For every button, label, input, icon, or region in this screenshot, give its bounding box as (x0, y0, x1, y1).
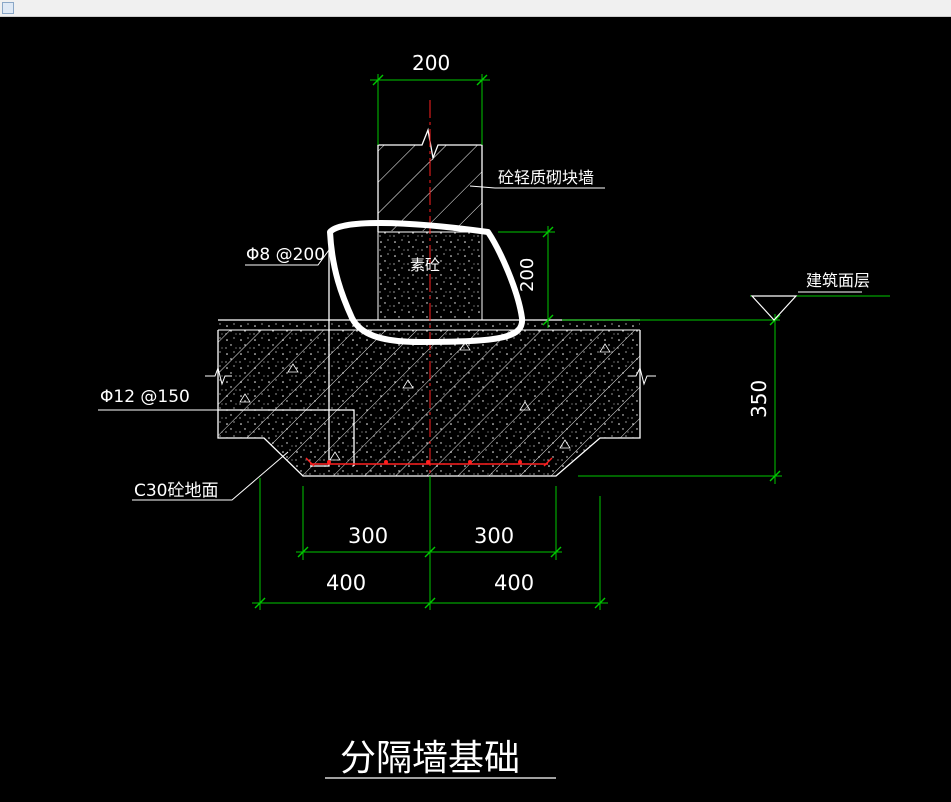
plain-concrete-label: 素砼 (410, 256, 440, 274)
dim-half-bottom-left: 300 (348, 524, 388, 548)
bottom-rebar-label: Φ12 @150 (100, 387, 190, 407)
highlight-circle (327, 220, 526, 345)
dim-half-bottom-right: 300 (474, 524, 514, 548)
drawing-title: 分隔墙基础 (340, 738, 520, 779)
window-top-bar (0, 0, 951, 17)
leader-lines (98, 185, 862, 501)
dim-half-top-left: 400 (326, 571, 366, 595)
slab-label: C30砼地面 (134, 481, 219, 501)
dim-half-top-right: 400 (494, 571, 534, 595)
dimension-lines (252, 74, 890, 610)
dim-footing-height: 350 (747, 380, 771, 418)
level-symbol-icon (750, 295, 798, 321)
floor-finish-label: 建筑面层 (806, 271, 870, 290)
floor-finish-layer (218, 319, 640, 331)
rebar (218, 242, 553, 467)
window-corner-icon (2, 2, 14, 14)
wall-label: 砼轻质砌块墙 (498, 168, 594, 187)
top-rebar-label: Φ8 @200 (246, 245, 325, 265)
dim-wall-width: 200 (412, 51, 450, 75)
dim-plain-concrete-height: 200 (517, 258, 538, 292)
footing (205, 330, 656, 477)
